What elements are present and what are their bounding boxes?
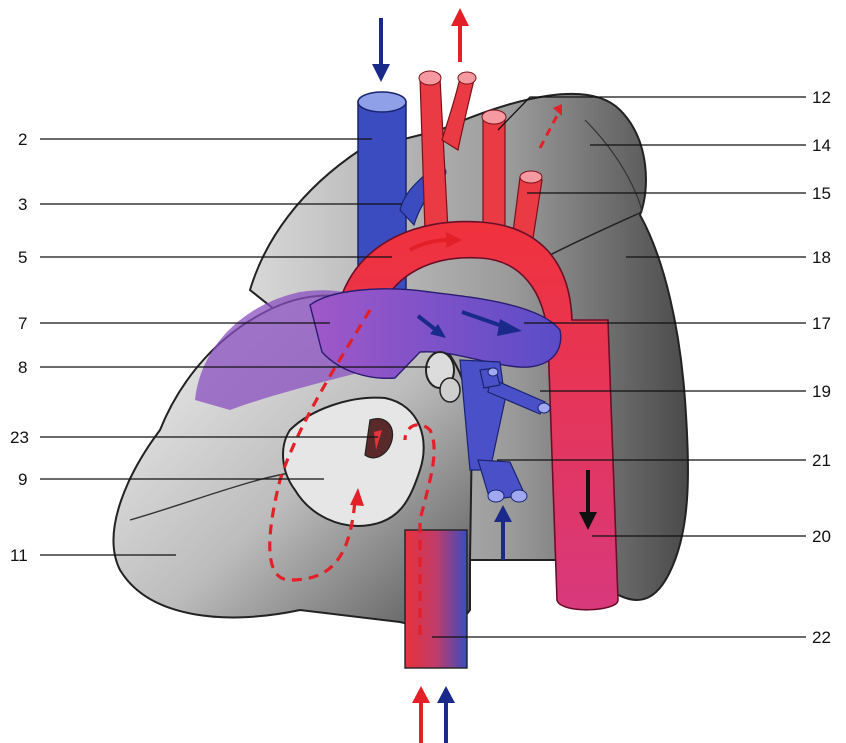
label-15: 15 bbox=[812, 184, 831, 203]
artery-opening-3 bbox=[482, 110, 506, 124]
flow-arrow-blue-up-bottom bbox=[437, 686, 455, 743]
label-2: 2 bbox=[18, 130, 27, 149]
label-18: 18 bbox=[812, 248, 831, 267]
labels-left: 2 3 5 7 8 23 9 11 bbox=[10, 130, 29, 565]
svc-opening bbox=[358, 92, 406, 112]
pv-opening-3 bbox=[488, 490, 504, 502]
flow-arrow-red-up-bottom bbox=[412, 686, 430, 743]
label-3: 3 bbox=[18, 195, 27, 214]
artery-opening-2 bbox=[458, 72, 476, 84]
pv-opening-2 bbox=[488, 368, 498, 376]
label-7: 7 bbox=[18, 314, 27, 333]
label-11: 11 bbox=[10, 546, 28, 565]
inferior-vena-cava bbox=[405, 530, 467, 668]
left-carotid-artery bbox=[483, 118, 505, 235]
label-5: 5 bbox=[18, 248, 27, 267]
label-12: 12 bbox=[812, 88, 831, 107]
ductus-ring-2 bbox=[440, 378, 460, 402]
label-14: 14 bbox=[812, 136, 831, 155]
brachiocephalic-artery bbox=[420, 78, 448, 232]
label-21: 21 bbox=[812, 451, 831, 470]
label-17: 17 bbox=[812, 314, 831, 333]
label-8: 8 bbox=[18, 358, 27, 377]
pv-opening-4 bbox=[511, 490, 527, 502]
label-23: 23 bbox=[10, 428, 29, 447]
label-20: 20 bbox=[812, 527, 831, 546]
label-19: 19 bbox=[812, 382, 831, 401]
labels-right: 12 14 15 18 17 19 21 20 22 bbox=[812, 88, 831, 647]
flow-arrow-blue-down bbox=[372, 18, 390, 82]
artery-opening-4 bbox=[520, 171, 542, 183]
label-9: 9 bbox=[18, 470, 27, 489]
pv-opening-1 bbox=[538, 403, 550, 413]
label-22: 22 bbox=[812, 628, 831, 647]
artery-opening-1 bbox=[419, 71, 441, 85]
flow-arrow-red-up bbox=[451, 8, 469, 62]
